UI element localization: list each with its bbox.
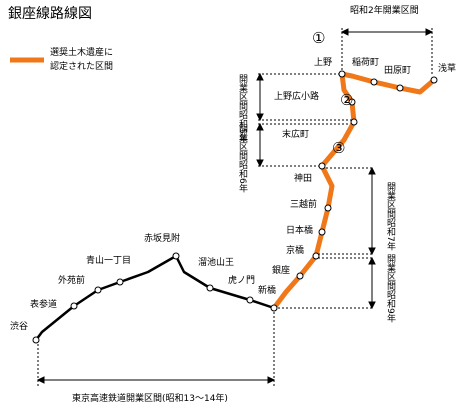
station-dot-tameike-sanno <box>206 284 214 292</box>
tokyo-rapid-label: 東京高速鉄道開業区間(昭和13～14年) <box>72 394 228 404</box>
station-dot-mitsukoshimae <box>324 204 332 212</box>
station-label-shibuya: 渋谷 <box>10 322 29 332</box>
station-label-akasaka-mitsuke: 赤坂見附 <box>144 234 181 244</box>
tokyo-rapid-arrowhead-left <box>36 376 45 384</box>
section2-arrowhead-top <box>256 72 264 81</box>
section1-marker: ① <box>312 29 326 47</box>
station-dot-ueno <box>338 70 346 78</box>
station-label-ueno-hirokoji: 上野広小路 <box>274 92 320 102</box>
station-dot-shimbashi <box>270 304 278 312</box>
section1-arrowhead-left <box>340 28 349 36</box>
station-label-tawaramachi: 田原町 <box>384 66 412 76</box>
station-label-kyobashi: 京橋 <box>286 246 305 256</box>
station-dot-ginza <box>296 272 304 280</box>
section2-marker: ② <box>340 91 354 109</box>
section2-arrowhead-bottom <box>256 113 264 122</box>
station-dot-nihonbashi <box>318 228 326 236</box>
tokyo-rapid-arrowhead-right <box>267 376 276 384</box>
section4-arrowhead-top <box>368 166 376 175</box>
legend-text-line1: 選奨土木遺産に <box>50 48 114 58</box>
station-label-shimbashi: 新橋 <box>258 286 277 296</box>
station-label-asakusa: 浅草 <box>438 64 457 74</box>
section4-arrowhead-bottom <box>368 247 376 256</box>
section3-arrowhead-bottom <box>256 159 264 168</box>
station-label-toranomon: 虎ノ門 <box>228 276 256 286</box>
section4-label: 開業区間昭和7年 <box>385 182 395 251</box>
route-orange-segment <box>271 71 437 311</box>
station-label-inaricho: 稲荷町 <box>352 58 380 68</box>
station-dot-inaricho <box>370 78 378 86</box>
section1-arrowhead-right <box>425 28 434 36</box>
station-dot-tawaramachi <box>396 84 404 92</box>
station-dot-shibuya <box>32 336 40 344</box>
section2-label: 開業区間昭和5年 <box>237 74 247 143</box>
section5-label: 開業区間昭和9年 <box>385 254 395 323</box>
station-label-tameike-sanno: 溜池山王 <box>198 258 235 268</box>
station-dot-ueno-hirokoji <box>348 98 356 106</box>
section5-arrowhead-bottom <box>368 301 376 310</box>
section3-arrowhead-top <box>256 122 264 131</box>
station-label-gaienmae: 外苑前 <box>58 276 86 286</box>
station-dot-aoyama-itchome <box>116 278 124 286</box>
section1-label: 昭和2年開業区間 <box>350 6 419 16</box>
station-dot-omotesando <box>70 302 78 310</box>
map-title: 銀座線路線図 <box>8 6 92 22</box>
section3-label: 開業区間昭和6年 <box>237 124 247 193</box>
station-dot-suehirocho <box>350 118 358 126</box>
route-black-segment <box>35 254 275 341</box>
station-dot-gaienmae <box>94 286 102 294</box>
station-label-mitsukoshimae: 三越前 <box>290 200 318 210</box>
station-label-suehirocho: 末広町 <box>282 130 310 140</box>
section5-arrowhead-top <box>368 256 376 265</box>
station-label-ueno: 上野 <box>314 58 333 68</box>
station-label-aoyama-itchome: 青山一丁目 <box>86 256 132 266</box>
station-dot-asakusa <box>430 76 438 84</box>
station-label-kanda: 神田 <box>294 174 313 184</box>
station-label-omotesando: 表参道 <box>30 300 58 310</box>
station-dot-akasaka-mitsuke <box>172 252 180 260</box>
section3-marker: ③ <box>332 139 346 157</box>
station-dot-kanda <box>318 162 326 170</box>
legend-text-line2: 認定された区間 <box>50 62 114 72</box>
station-label-ginza: 銀座 <box>272 266 291 276</box>
station-dot-kyobashi <box>312 252 320 260</box>
station-label-nihonbashi: 日本橋 <box>286 226 314 236</box>
station-dot-toranomon <box>246 296 254 304</box>
